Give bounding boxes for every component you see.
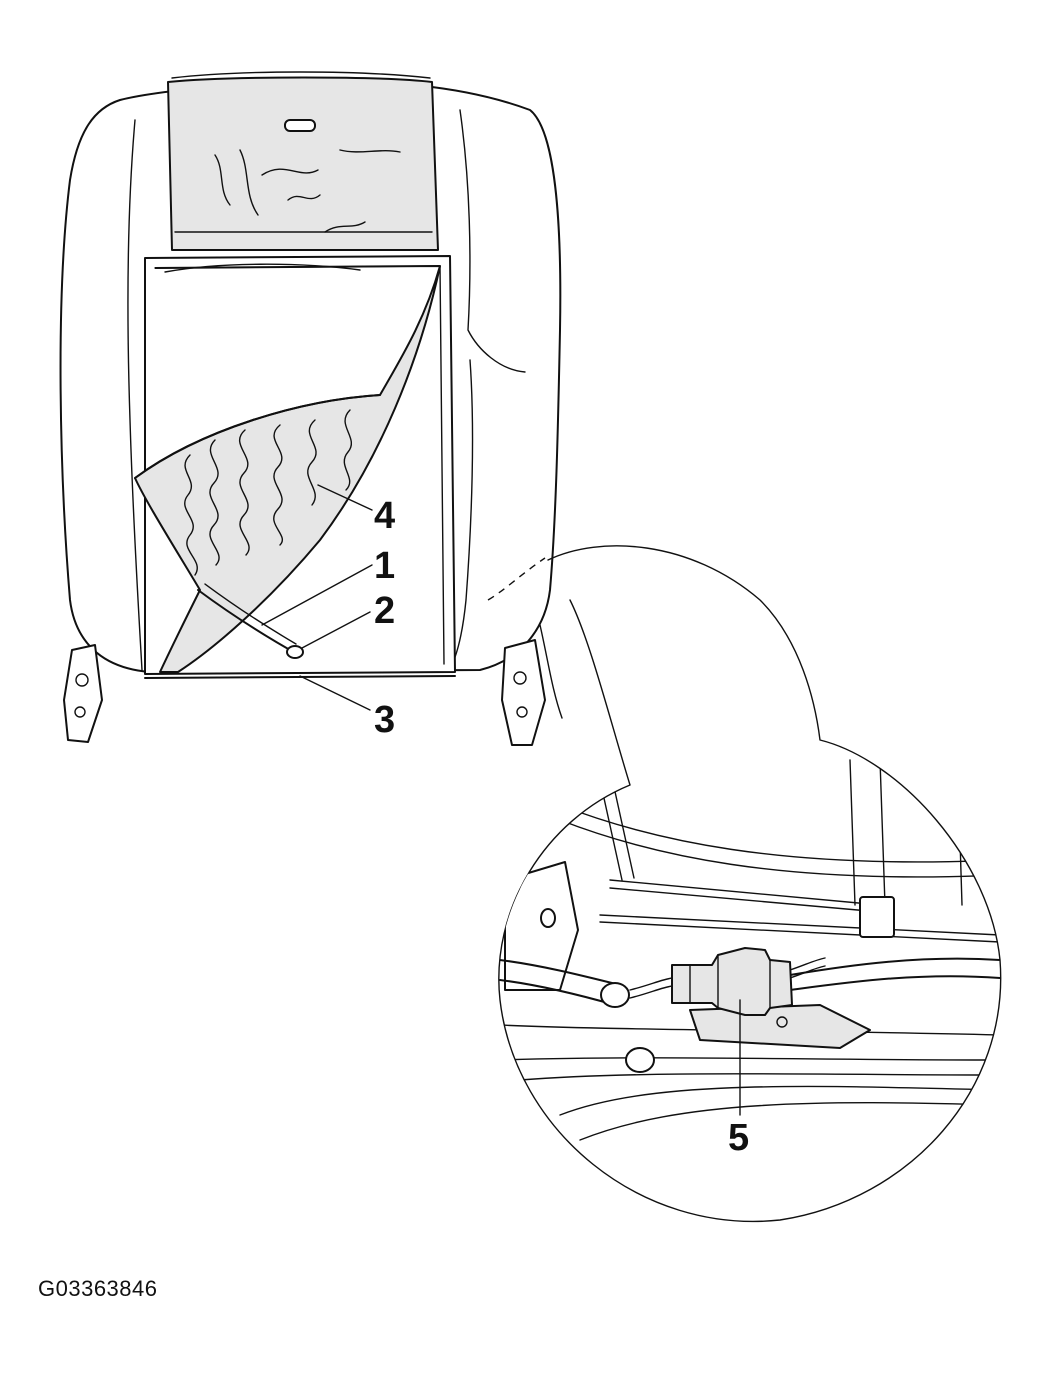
heating-connector-plug [671, 947, 793, 1016]
right-bracket-hole-2 [516, 706, 528, 718]
right-recliner-bracket [501, 639, 546, 746]
panel-wrinkle-1 [214, 154, 231, 206]
callout-5: 5 [728, 1117, 749, 1159]
panel-wrinkle-3 [261, 168, 319, 176]
backrest-bottom-edge [144, 675, 456, 679]
hidden-harness-route [487, 557, 546, 601]
heating-mat-fold-edge [134, 394, 381, 479]
right-bracket-wire [539, 624, 563, 719]
upper-panel-top-lip [171, 71, 431, 79]
right-bracket-hole [513, 671, 527, 685]
callout-1: 1 [374, 545, 395, 587]
left-bracket-hole [75, 673, 89, 687]
leader-lines [261, 484, 741, 1116]
leader-1 [261, 564, 373, 626]
callout-4: 4 [374, 495, 395, 537]
panel-wrinkle-4 [287, 194, 321, 201]
heating-mat-top-crease [164, 263, 361, 273]
left-recliner-bracket [63, 644, 103, 743]
right-bolster-seam [459, 109, 526, 373]
magnified-detail [499, 759, 1001, 1141]
upper-panel [167, 76, 439, 251]
callout-2: 2 [374, 590, 395, 632]
seat-backrest [59, 71, 563, 746]
wiring-harness-outline [204, 583, 297, 645]
heating-element-wire [184, 409, 353, 576]
panel-wrinkle-5 [339, 149, 401, 153]
callout-3: 3 [374, 699, 395, 741]
wiring-harness [197, 589, 291, 651]
leader-4 [317, 484, 373, 511]
right-bolster-lower-seam [449, 359, 474, 669]
leader-2 [301, 611, 371, 649]
magnifier-outline [498, 545, 1002, 1223]
panel-wrinkle-6 [324, 221, 366, 233]
detail-magnifier [498, 545, 1002, 1223]
figure-id: G03363846 [38, 1276, 158, 1301]
panel-wrinkle-2 [239, 149, 259, 216]
upper-panel-slot [284, 119, 316, 132]
harness-connector [286, 645, 304, 659]
leader-3 [299, 675, 371, 711]
left-bolster-seam [127, 119, 143, 671]
left-bracket-hole-2 [74, 706, 86, 718]
